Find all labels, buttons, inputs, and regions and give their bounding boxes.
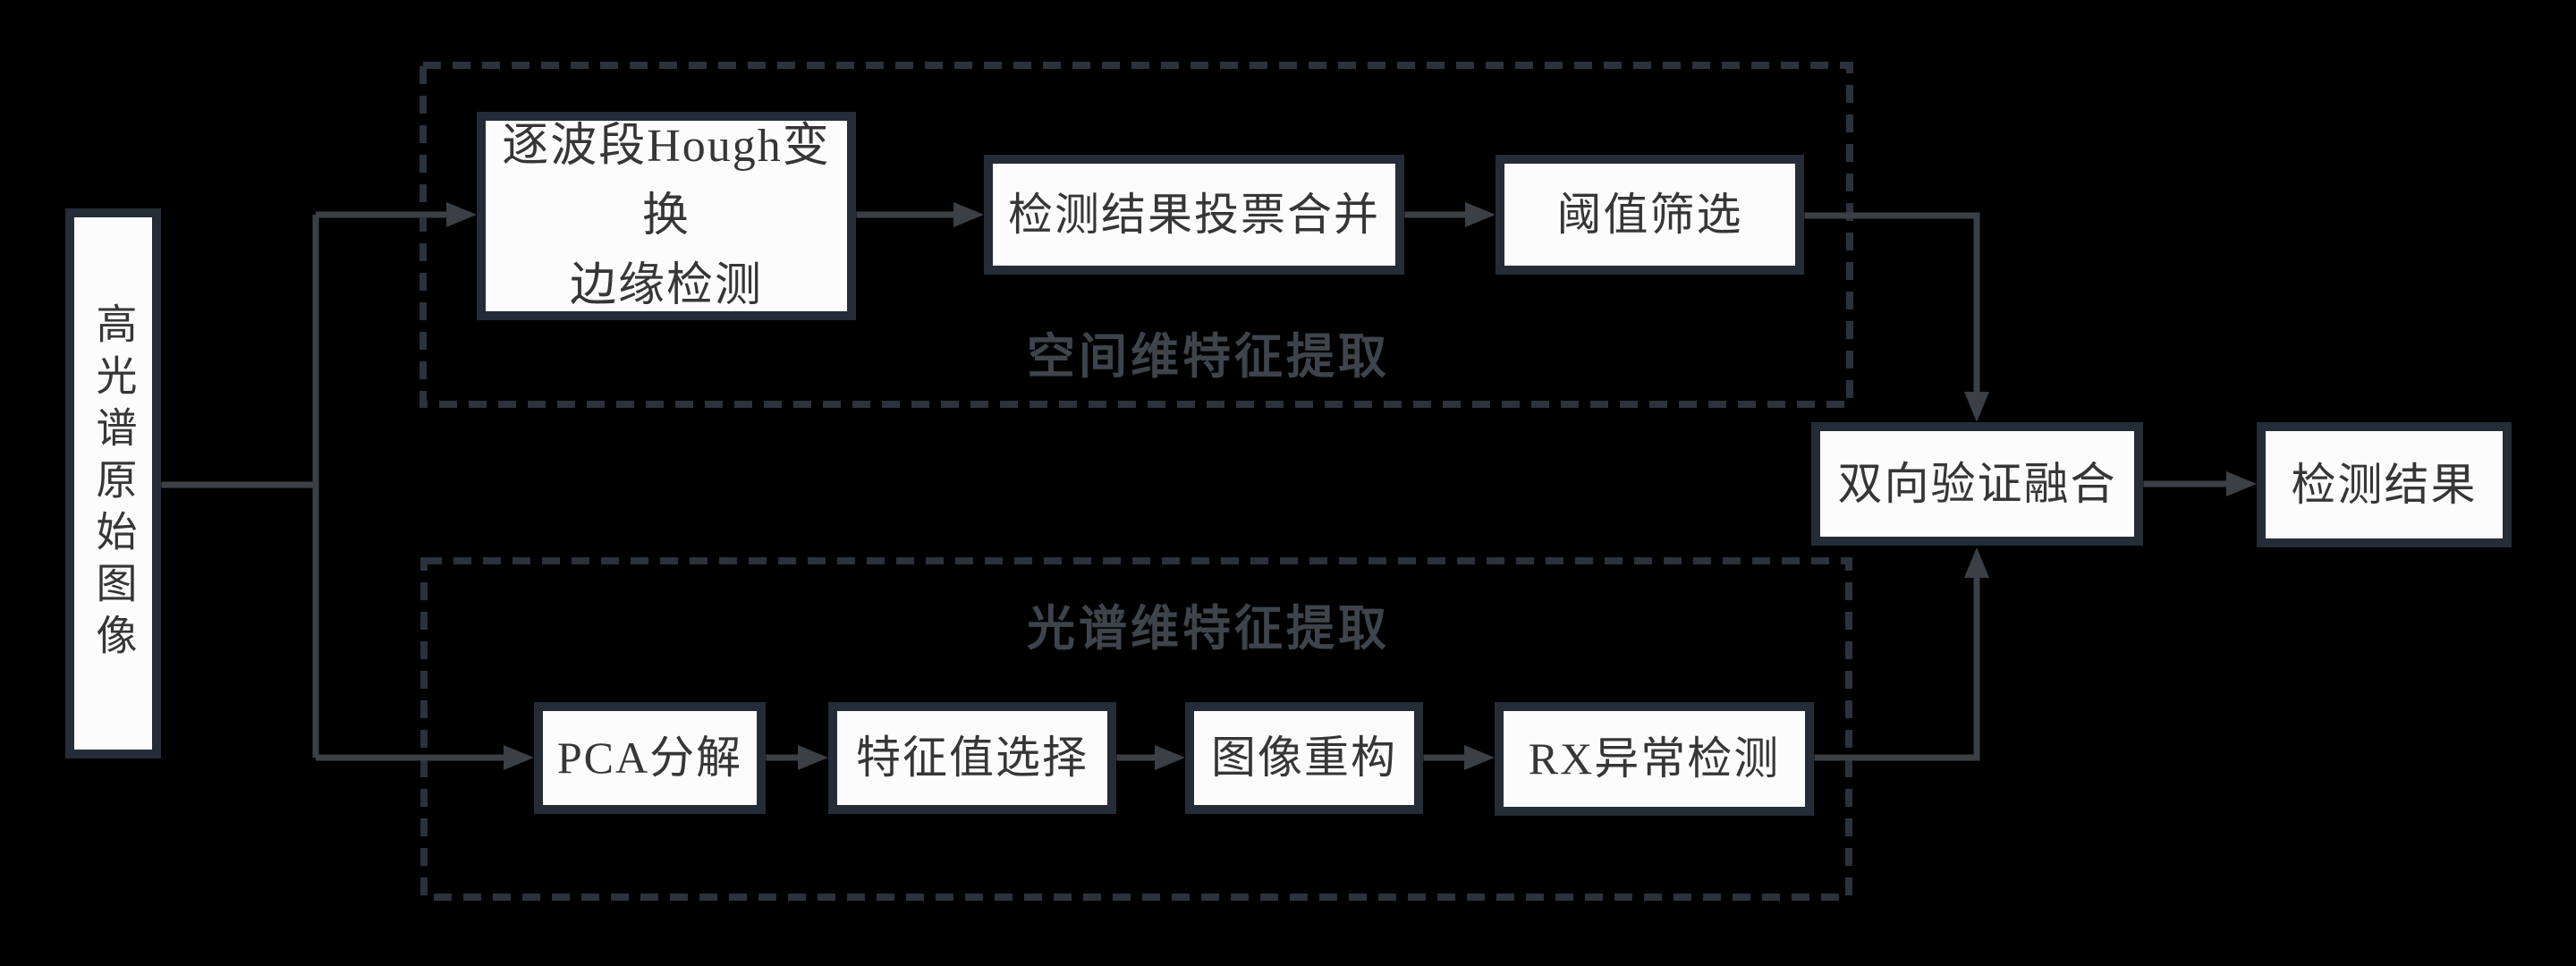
spatial-branch-title: 空间维特征提取 [1027, 330, 1390, 384]
node-pca-decomposition: PCA分解 [534, 702, 766, 814]
node-image-reconstruction: 图像重构 [1185, 702, 1423, 814]
spectral-branch-title: 光谱维特征提取 [1027, 602, 1390, 656]
hough-label-line-1: 逐波段Hough变换 [502, 120, 831, 242]
connector-rx-to-fusion [1814, 547, 1989, 761]
node-detection-result: 检测结果 [2257, 422, 2512, 547]
spatial-branch-container [419, 62, 1853, 408]
connector-threshold-to-fusion [1804, 212, 1989, 422]
node-rx-anomaly-detection: RX异常检测 [1495, 702, 1814, 816]
spectral-branch-container [420, 557, 1852, 901]
node-hough-edge-detection-label: 逐波段Hough变换 边缘检测 [486, 112, 847, 321]
hough-label-line-2: 边缘检测 [569, 259, 763, 311]
node-hyperspectral-source: 高光谱原始图像 [65, 208, 161, 758]
node-bidirectional-fusion: 双向验证融合 [1811, 422, 2143, 546]
node-threshold-filter: 阈值筛选 [1496, 155, 1804, 275]
node-eigenvalue-selection: 特征值选择 [828, 702, 1116, 814]
node-vote-merge: 检测结果投票合并 [984, 155, 1404, 275]
node-hough-edge-detection: 逐波段Hough变换 边缘检测 [477, 112, 856, 320]
